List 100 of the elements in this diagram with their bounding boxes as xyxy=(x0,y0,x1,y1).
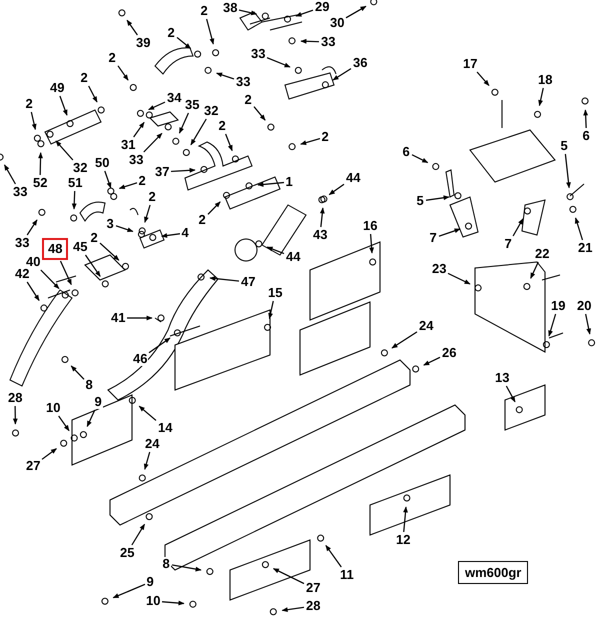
callout-number: 2 xyxy=(80,71,89,85)
leader-arrow xyxy=(266,246,284,254)
leader-arrow xyxy=(266,57,291,68)
leader-arrow xyxy=(172,564,202,572)
leader-arrow xyxy=(126,20,138,36)
callout-number: 22 xyxy=(534,247,550,261)
callout-number: 33 xyxy=(320,35,336,49)
callout-number: 29 xyxy=(314,0,330,14)
callout-number: 44 xyxy=(345,171,362,185)
callout-number: 2 xyxy=(244,93,253,107)
leader-arrow xyxy=(216,72,234,80)
callout-number: 25 xyxy=(119,546,136,560)
callout-number: 2 xyxy=(320,130,330,144)
leader-arrow xyxy=(118,65,129,81)
leader-arrow xyxy=(12,406,18,425)
callout-number: 51 xyxy=(67,176,84,190)
leader-arrow xyxy=(178,112,189,134)
callout-number: 40 xyxy=(25,255,42,269)
leader-arrow xyxy=(208,201,221,215)
callout-number: 16 xyxy=(362,219,378,233)
leader-arrow xyxy=(403,506,408,532)
callout-number: 34 xyxy=(166,91,182,105)
leader-arrow xyxy=(295,10,314,17)
leader-arrow xyxy=(530,262,539,279)
leader-arrow xyxy=(42,448,57,460)
callout-number: 15 xyxy=(267,286,284,300)
leader-arrow xyxy=(58,416,70,432)
callout-number: 33 xyxy=(235,75,252,89)
leader-arrow xyxy=(325,544,342,568)
callout-number: 14 xyxy=(157,421,174,435)
leader-arrow xyxy=(538,88,544,106)
callout-number: 2 xyxy=(148,190,157,204)
leader-arrow xyxy=(161,233,180,238)
leader-arrow xyxy=(564,154,571,188)
leader-arrow xyxy=(426,195,450,201)
callout-number: 33 xyxy=(12,185,28,199)
callout-number: 23 xyxy=(431,262,448,276)
leader-arrow xyxy=(162,600,185,606)
leader-arrow xyxy=(176,36,192,49)
callout-number: 27 xyxy=(305,581,322,595)
callout-number: 33 xyxy=(14,236,30,250)
callout-number: 17 xyxy=(462,57,478,71)
callout-number: 7 xyxy=(428,231,438,245)
leader-arrow xyxy=(72,190,77,210)
drawing-number-label: wm600gr xyxy=(458,560,528,584)
leader-arrow xyxy=(38,152,43,176)
callout-number: 18 xyxy=(537,73,554,87)
callout-number: 1 xyxy=(284,175,294,189)
leader-arrow xyxy=(346,6,366,18)
leader-arrow xyxy=(412,154,428,164)
leader-arrow xyxy=(268,300,274,320)
callout-number: 39 xyxy=(135,36,152,50)
callout-number: 28 xyxy=(305,599,322,613)
leader-arrow xyxy=(104,170,112,189)
leader-arrow xyxy=(144,452,150,470)
callout-number: 44 xyxy=(285,250,302,264)
leader-arrow xyxy=(131,524,146,546)
leader-arrow xyxy=(116,225,134,232)
callout-number: 8 xyxy=(84,378,94,392)
callout-number: 5 xyxy=(560,139,569,153)
callout-number: 4 xyxy=(180,226,190,240)
highlighted-callout-number: 48 xyxy=(42,238,68,260)
leader-arrow xyxy=(438,228,461,237)
callout-number: 12 xyxy=(395,533,412,547)
leader-arrow xyxy=(332,68,352,80)
leader-arrow xyxy=(86,410,96,427)
leader-arrow xyxy=(26,219,38,236)
callout-number: 8 xyxy=(162,557,171,571)
leader-arrow xyxy=(138,406,156,421)
callout-number: 38 xyxy=(222,1,238,15)
callout-number: 30 xyxy=(329,16,346,30)
leader-arrow xyxy=(26,282,40,301)
leader-arrow xyxy=(4,164,16,184)
callout-number: 10 xyxy=(45,401,62,415)
leader-arrow xyxy=(583,109,588,128)
leader-arrow xyxy=(100,242,120,261)
leader-arrow xyxy=(254,106,266,121)
leader-arrow xyxy=(448,272,471,285)
leader-arrow xyxy=(257,182,284,187)
leader-arrow xyxy=(548,314,556,337)
callout-number: 19 xyxy=(550,299,566,313)
callout-number: 2 xyxy=(90,231,99,245)
callout-number: 24 xyxy=(144,437,160,451)
leader-arrow xyxy=(148,102,166,110)
leader-arrow xyxy=(328,184,344,196)
leader-arrow xyxy=(127,316,153,320)
leader-arrow xyxy=(423,356,440,366)
leader-arrow xyxy=(209,276,240,282)
leader-arrow xyxy=(40,270,60,290)
callout-number: 27 xyxy=(25,459,42,473)
callout-number: 5 xyxy=(416,194,425,208)
callout-number: 2 xyxy=(200,4,209,18)
leader-arrow xyxy=(512,218,524,236)
callout-number: 50 xyxy=(94,156,110,170)
callout-number: 2 xyxy=(108,51,117,65)
callout-number: 7 xyxy=(504,237,513,251)
callout-number: 49 xyxy=(49,81,66,95)
leader-arrow xyxy=(585,314,592,335)
leader-arrow xyxy=(190,118,207,146)
callout-number: 46 xyxy=(132,352,148,366)
